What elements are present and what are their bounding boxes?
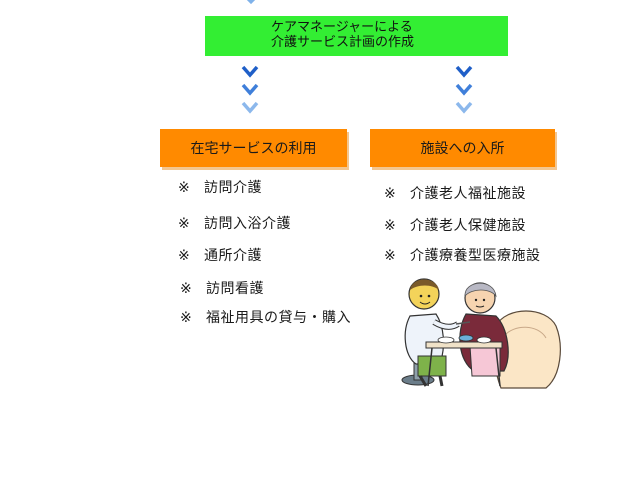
- list-item-label: 訪問介護: [204, 180, 262, 196]
- care-plan-line1: ケアマネージャーによる: [271, 20, 413, 35]
- down-arrow-left: [241, 65, 259, 114]
- reference-mark: ※: [178, 248, 191, 264]
- list-item: ※ 介護老人福祉施設: [384, 183, 526, 203]
- down-chevron-icon: [455, 65, 473, 78]
- care-plan-box: ケアマネージャーによる 介護サービス計画の作成: [205, 16, 508, 56]
- list-item: ※ 訪問入浴介護: [178, 213, 291, 233]
- list-item: ※ 福祉用具の貸与・購入: [180, 307, 351, 327]
- list-item: ※ 介護老人保健施設: [384, 215, 526, 235]
- list-item-label: 介護老人福祉施設: [410, 186, 526, 202]
- reference-mark: ※: [180, 281, 193, 297]
- care-plan-line2: 介護サービス計画の作成: [271, 35, 415, 50]
- list-item-label: 訪問看護: [206, 281, 264, 297]
- reference-mark: ※: [178, 180, 191, 196]
- list-item-label: 訪問入浴介護: [204, 216, 291, 232]
- down-chevron-icon: [241, 65, 259, 78]
- reference-mark: ※: [178, 216, 191, 232]
- list-item: ※ 介護療養型医療施設: [384, 245, 541, 265]
- list-item-label: 通所介護: [204, 248, 262, 264]
- list-item: ※ 訪問介護: [178, 177, 262, 197]
- list-item: ※ 訪問看護: [180, 278, 264, 298]
- facility-box: 施設への入所: [370, 129, 555, 167]
- reference-mark: ※: [384, 248, 397, 264]
- down-chevron-icon: [455, 83, 473, 96]
- list-item-label: 介護老人保健施設: [410, 218, 526, 234]
- reference-mark: ※: [384, 218, 397, 234]
- caregiver-illustration: [401, 278, 561, 389]
- home-service-title: 在宅サービスの利用: [190, 141, 317, 157]
- down-chevron-icon: [241, 83, 259, 96]
- down-arrow-right: [455, 65, 473, 114]
- down-chevron-icon: [241, 101, 259, 114]
- facility-title: 施設への入所: [420, 141, 505, 157]
- list-item: ※ 通所介護: [178, 245, 262, 265]
- reference-mark: ※: [384, 186, 397, 202]
- home-service-box: 在宅サービスの利用: [160, 129, 347, 167]
- list-item-label: 福祉用具の貸与・購入: [206, 310, 351, 326]
- down-chevron-icon: [455, 101, 473, 114]
- reference-mark: ※: [180, 310, 193, 326]
- list-item-label: 介護療養型医療施設: [410, 248, 541, 264]
- down-chevron-icon: [246, 0, 256, 5]
